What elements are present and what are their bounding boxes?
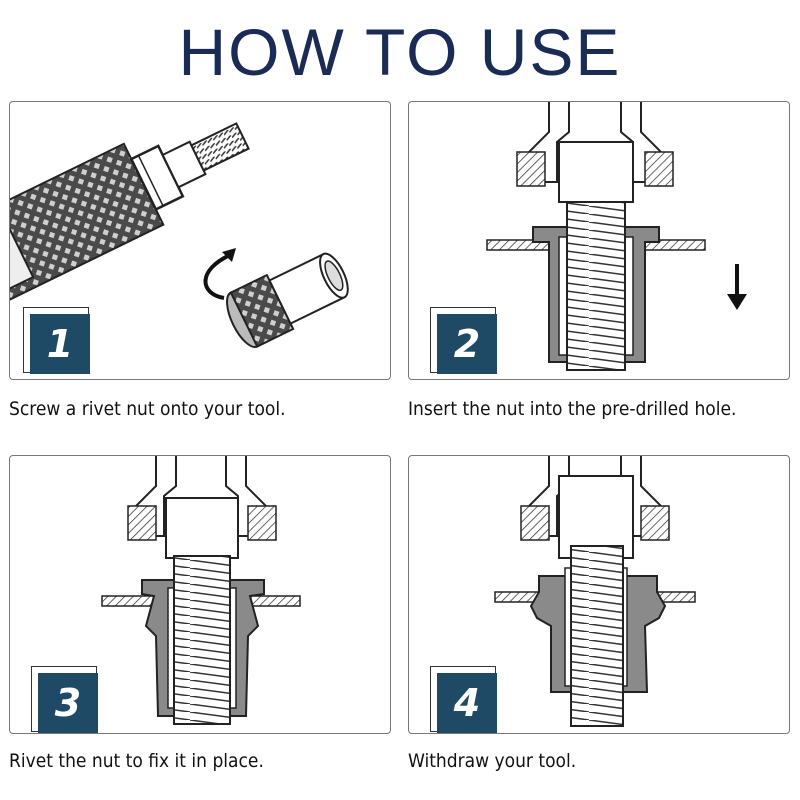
step-number: 3: [38, 673, 98, 733]
step-1-caption: Screw a rivet nut onto your tool.: [9, 398, 286, 420]
step-1-illustration: [10, 122, 349, 349]
step-4-badge: 4: [430, 666, 504, 733]
step-1-badge: 1: [23, 307, 97, 379]
step-1-panel: 1: [9, 101, 391, 380]
step-3-panel: 3: [9, 455, 391, 734]
step-number: 1: [30, 314, 90, 374]
step-2-panel: 2: [408, 101, 790, 380]
page-title: HOW TO USE: [178, 15, 622, 89]
step-2-badge: 2: [430, 307, 504, 379]
step-2-caption: Insert the nut into the pre-drilled hole…: [408, 398, 737, 420]
step-4-caption: Withdraw your tool.: [408, 750, 577, 772]
step-3-badge: 3: [31, 666, 105, 733]
step-number: 4: [437, 673, 497, 733]
step-3-caption: Rivet the nut to fix it in place.: [9, 750, 264, 772]
step-2-illustration: [486, 102, 747, 371]
step-4-illustration: [494, 456, 696, 727]
step-4-panel: 4: [408, 455, 790, 734]
step-number: 2: [437, 314, 497, 374]
step-3-illustration: [101, 456, 301, 725]
